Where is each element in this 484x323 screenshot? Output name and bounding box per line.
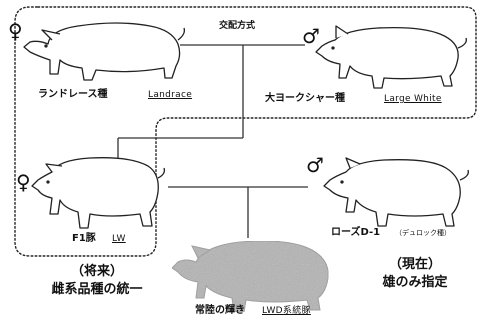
large-white-pig-illustration — [315, 25, 467, 89]
f1-jp-label: F1豚 — [72, 233, 96, 244]
male-symbol-large-white: ♂ — [302, 24, 320, 48]
male-symbol-duroc: ♂ — [306, 153, 324, 177]
lwd-en-label: LWD系統豚 — [262, 306, 311, 316]
female-symbol-landrace: ♀ — [8, 19, 23, 43]
f1-pig-illustration — [31, 157, 166, 229]
landrace-pig-illustration — [23, 22, 186, 81]
lwd-jp-label: 常陸の輝き — [195, 305, 245, 316]
lwd-pig-illustration — [171, 240, 329, 313]
mating-method-label: 交配方式 — [219, 21, 256, 31]
f1-en-label: LW — [112, 234, 126, 244]
landrace-en-label: Landrace — [148, 90, 193, 100]
female-symbol-f1: ♀ — [16, 170, 31, 194]
present-heading: （現在） — [388, 257, 441, 272]
future-heading: （将来） — [70, 264, 123, 279]
rose-d1-label: ローズD-1 — [331, 227, 381, 238]
future-text: 雌系品種の統一 — [51, 282, 143, 297]
rose-d1-note: （デュロック種） — [395, 229, 451, 237]
landrace-jp-label: ランドレース種 — [38, 89, 108, 100]
large-white-en-label: Large White — [384, 94, 442, 104]
present-text: 雄のみ指定 — [382, 275, 448, 290]
large-white-jp-label: 大ヨークシャー種 — [265, 93, 345, 104]
duroc-pig-illustration — [323, 157, 469, 227]
